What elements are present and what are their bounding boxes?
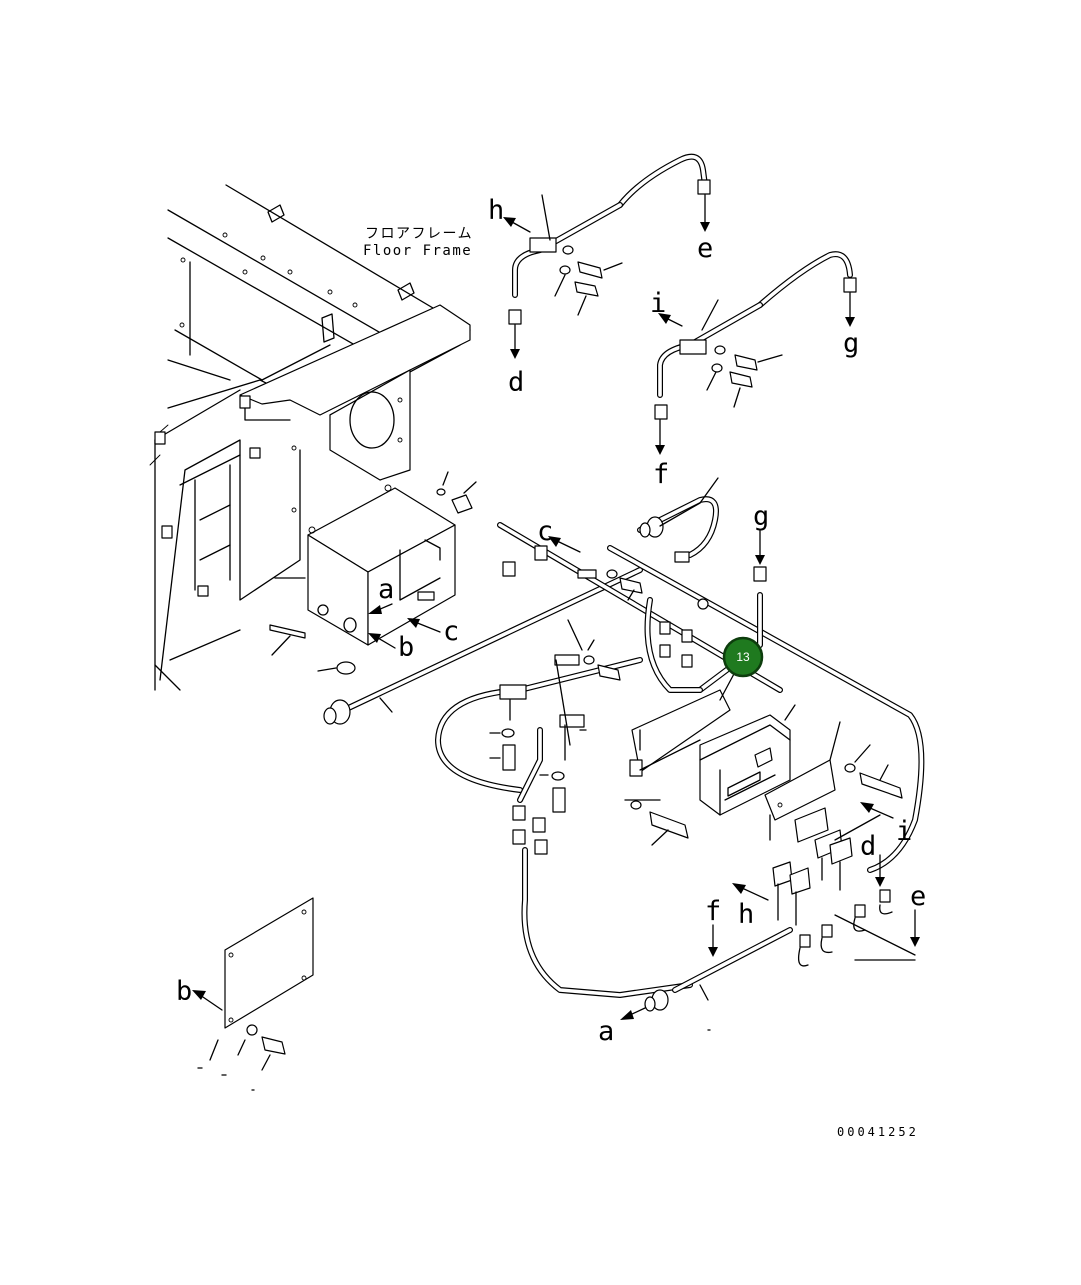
connectors: [323, 179, 857, 1031]
label-a-low: a: [598, 1016, 614, 1047]
label-e-low: e: [910, 881, 926, 912]
label-g-mid: g: [753, 501, 769, 532]
cover-plate: [197, 897, 314, 1091]
floor-frame-caption: フロアフレーム Floor Frame: [363, 226, 473, 259]
label-b-box: b: [398, 632, 414, 663]
label-a-box: a: [378, 574, 394, 605]
label-i-top: i: [650, 288, 666, 319]
label-c-box: c: [443, 616, 459, 647]
reference-labels: h e d i g f c g a c b i d h e f a b: [176, 195, 926, 1047]
label-g-top: g: [843, 328, 859, 359]
junction-box: [269, 471, 477, 675]
callout-number: 13: [736, 650, 750, 664]
mid-clamps: [489, 569, 709, 813]
relay-block: [772, 807, 916, 967]
floor-frame: [149, 184, 471, 691]
callout-13[interactable]: 13: [719, 636, 764, 701]
main-harness: [337, 153, 925, 998]
clamp-i: [679, 299, 783, 408]
label-h-top: h: [488, 195, 504, 226]
clamp-h: [529, 194, 623, 316]
caption-japanese: フロアフレーム: [365, 226, 473, 242]
label-i-low: i: [896, 816, 912, 847]
controller-unit: [624, 689, 903, 846]
label-d-low: d: [860, 831, 876, 862]
drawing-code: 00041252: [837, 1125, 919, 1139]
label-d-top: d: [508, 367, 524, 398]
label-h-low: h: [738, 899, 754, 930]
callout-badge[interactable]: [722, 636, 764, 678]
label-f-top: f: [653, 459, 669, 490]
label-c-mid: c: [537, 516, 553, 547]
label-e-top: e: [697, 233, 713, 264]
reference-arrows: [192, 194, 920, 1020]
caption-english: Floor Frame: [363, 243, 472, 259]
label-f-low: f: [705, 896, 721, 927]
label-b-plate: b: [176, 976, 192, 1007]
